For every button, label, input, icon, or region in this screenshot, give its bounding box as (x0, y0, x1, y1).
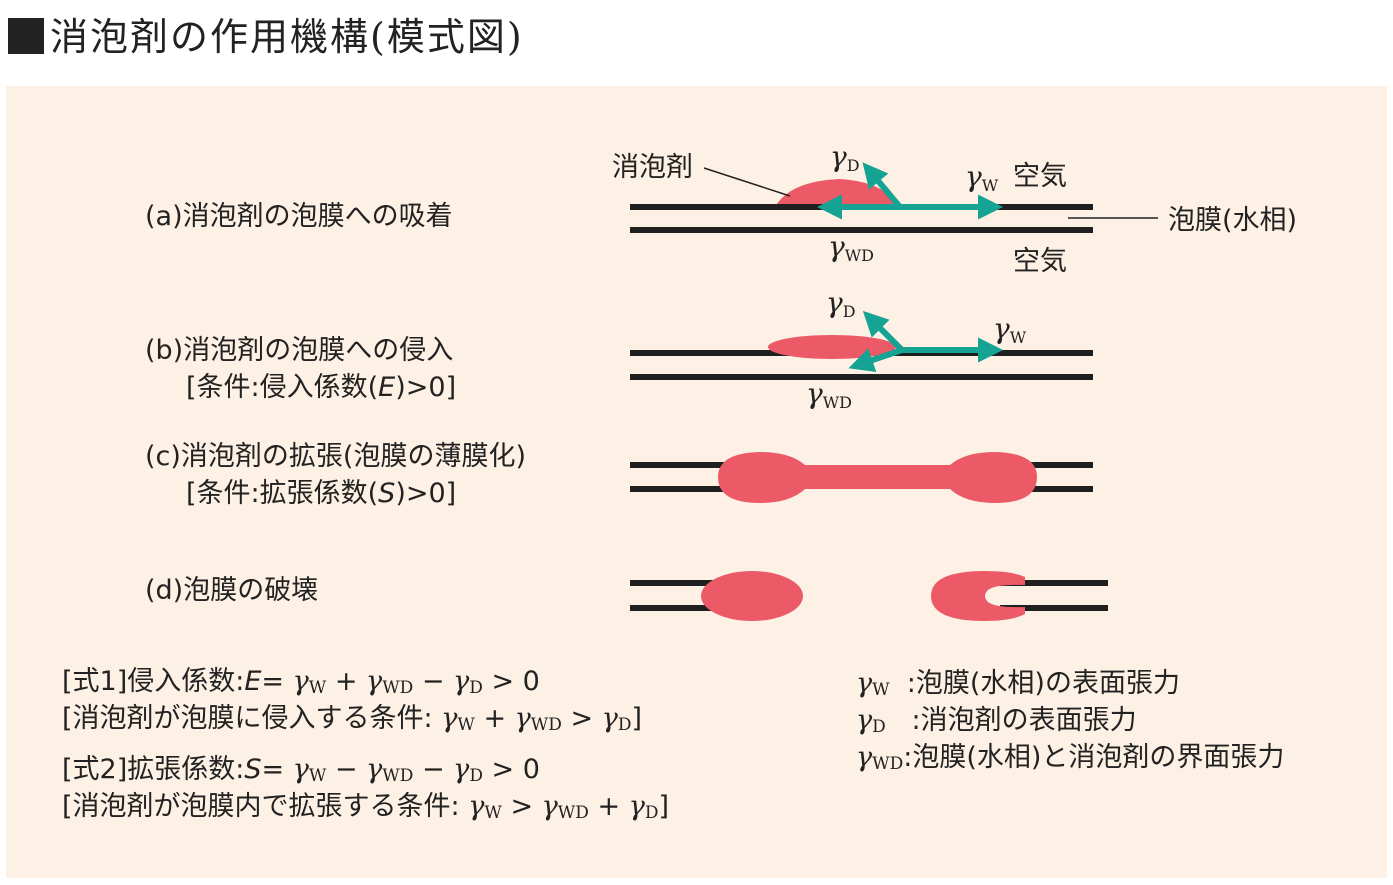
gamma-d-arrow-a (862, 162, 903, 209)
formula-2-condition: [消泡剤が泡膜内で拡張する条件: γW > γWD + γD] (62, 791, 670, 823)
defoamer-blob-left-d (701, 571, 803, 621)
gamma-wd-arrow-b (848, 347, 903, 373)
stage-d-diagram (630, 571, 1108, 621)
film-label: 泡膜(水相) (1168, 205, 1297, 236)
step-a-label: (a)消泡剤の泡膜への吸着 (145, 201, 453, 232)
gamma-d-label-b: γD (826, 286, 856, 321)
air-bottom-label: 空気 (1013, 246, 1067, 277)
legend-gamma-wd: γWD:泡膜(水相)と消泡剤の界面張力 (856, 742, 1285, 774)
stage-c-diagram (630, 452, 1093, 503)
legend-gamma-w: γW :泡膜(水相)の表面張力 (856, 668, 1180, 700)
defoamer-droplet-b (768, 335, 896, 359)
defoamer-spread-c (718, 452, 1037, 503)
stage-b-diagram (630, 310, 1093, 380)
gamma-d-arrow-b (862, 310, 905, 353)
defoamer-blob-right-d (931, 571, 1025, 621)
formula-2: [式2]拡張係数:S= γW − γWD − γD > 0 (62, 754, 540, 786)
step-b-label: (b)消泡剤の泡膜への侵入 (145, 335, 454, 366)
stage-a-diagram (630, 162, 1158, 233)
gamma-wd-label-a: γWD (828, 230, 874, 265)
gamma-wd-label-b: γWD (806, 377, 852, 412)
step-d-label: (d)泡膜の破壊 (145, 575, 319, 606)
air-top-label: 空気 (1013, 161, 1067, 192)
figure-title: 消泡剤の作用機構(模式図) (8, 6, 524, 61)
step-c-label: (c)消泡剤の拡張(泡膜の薄膜化) (145, 441, 526, 472)
gamma-d-label-a: γD (830, 140, 860, 175)
formula-1-condition: [消泡剤が泡膜に侵入する条件: γW + γWD > γD] (62, 703, 643, 735)
title-square-marker (8, 18, 44, 54)
gamma-w-label-a: γW (965, 160, 999, 195)
defoamer-label: 消泡剤 (612, 152, 693, 183)
formula-1: [式1]侵入係数:E= γW + γWD − γD > 0 (62, 666, 540, 698)
gamma-w-label-b: γW (993, 312, 1027, 347)
step-c-condition: [条件:拡張係数(S)>0] (186, 478, 457, 509)
legend-gamma-d: γD :消泡剤の表面張力 (856, 705, 1137, 737)
defoamer-leader-line (703, 167, 791, 197)
step-b-condition: [条件:侵入係数(E)>0] (186, 372, 457, 403)
